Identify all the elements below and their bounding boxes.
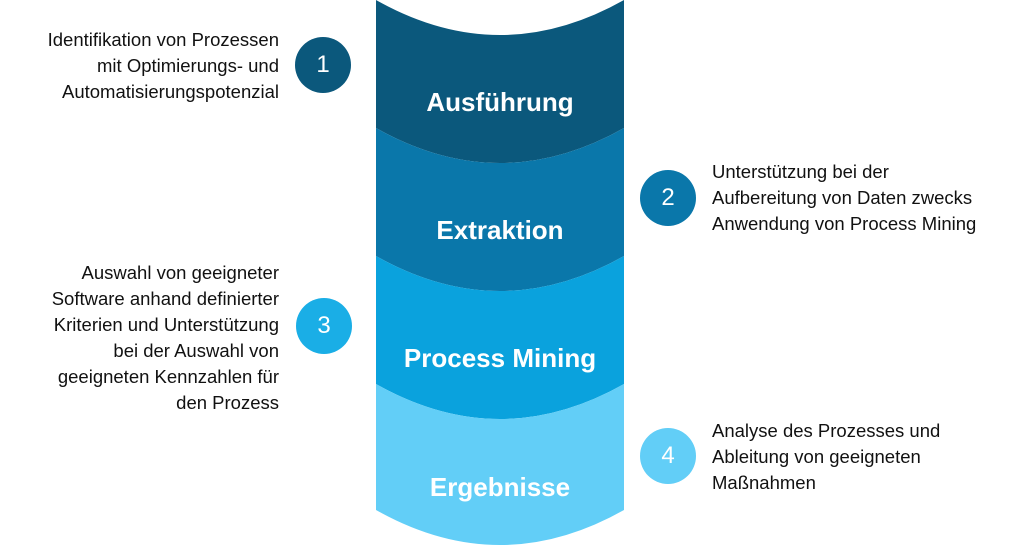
segment-extraction [376, 128, 624, 291]
step-2-description: Unterstützung bei der Aufbereitung von D… [712, 161, 977, 234]
step-4-badge: 4 [640, 428, 696, 484]
step-4-description: Analyse des Prozesses und Ableitung von … [712, 420, 941, 493]
step-3-badge: 3 [296, 298, 352, 354]
segment-execution [376, 0, 624, 163]
step-2-badge: 2 [640, 170, 696, 226]
stage-label-extraction: Extraktion [436, 215, 563, 245]
step-1-badge: 1 [295, 37, 351, 93]
stage-label-execution: Ausführung [426, 87, 573, 117]
step-3-description: Auswahl von geeigneter Software anhand d… [51, 262, 279, 413]
segment-results [376, 384, 624, 545]
step-1-description: Identifikation von Prozessen mit Optimie… [47, 29, 279, 102]
stage-label-process-mining: Process Mining [404, 343, 596, 373]
segment-process-mining [376, 256, 624, 419]
stage-label-results: Ergebnisse [430, 472, 570, 502]
